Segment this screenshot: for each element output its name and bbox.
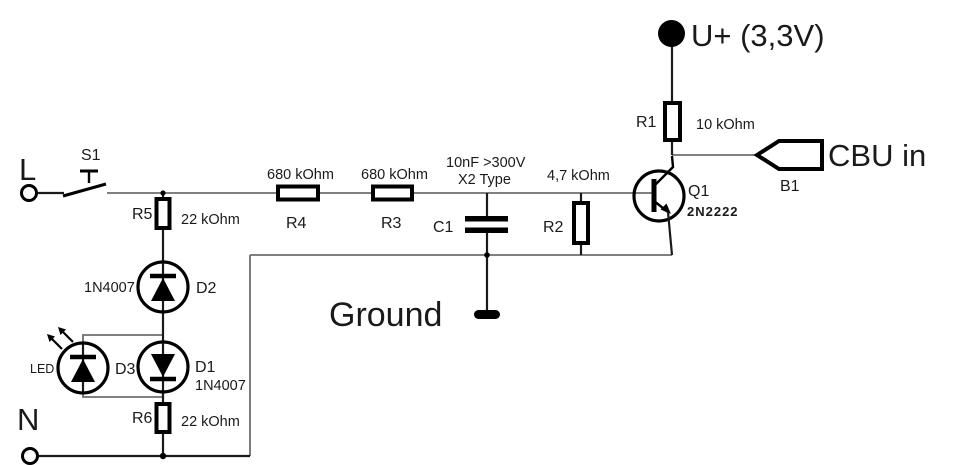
diode-d1-ref: D1 bbox=[195, 359, 216, 376]
junction-dot bbox=[484, 252, 490, 258]
live-terminal-label: L bbox=[19, 152, 36, 187]
junction-dot bbox=[160, 190, 166, 196]
led-emission-arrowhead-2 bbox=[58, 327, 66, 335]
resistor-r4-value: 680 kOhm bbox=[267, 167, 334, 183]
supply-terminal-dot bbox=[658, 20, 685, 47]
neutral-terminal-label: N bbox=[17, 402, 39, 437]
resistor-r2-body bbox=[572, 201, 590, 245]
resistor-r5-value: 22 kOhm bbox=[181, 212, 240, 228]
resistor-r3-ref: R3 bbox=[381, 215, 402, 232]
wire-emitter-down bbox=[666, 211, 674, 256]
wire-parallel-bottom bbox=[82, 392, 163, 398]
led-d3-circle bbox=[56, 341, 110, 395]
resistor-r2-value: 4,7 kOhm bbox=[547, 168, 610, 184]
ground-label: Ground bbox=[329, 296, 442, 334]
live-terminal-circle bbox=[20, 184, 38, 202]
resistor-r3-body bbox=[371, 184, 414, 202]
diode-d2-arrow bbox=[151, 278, 175, 301]
diode-d2-ref: D2 bbox=[196, 280, 217, 297]
diode-d2-circle bbox=[136, 260, 190, 314]
capacitor-c1-type: X2 Type bbox=[458, 172, 511, 188]
resistor-r1-body bbox=[663, 101, 682, 142]
resistor-r6-ref: R6 bbox=[132, 410, 153, 427]
switch-blade bbox=[62, 182, 107, 198]
resistor-r5-body bbox=[154, 197, 172, 230]
capacitor-c1-value: 10nF >300V bbox=[446, 155, 526, 171]
wire-parallel-top bbox=[82, 334, 163, 344]
transistor-emitter-arrowhead bbox=[660, 203, 671, 214]
transistor-collector bbox=[653, 155, 675, 187]
capacitor-plate-bottom bbox=[465, 227, 508, 233]
resistor-r1-value: 10 kOhm bbox=[696, 117, 755, 133]
led-d3-part: LED bbox=[30, 362, 54, 376]
resistor-r4-body bbox=[276, 184, 320, 202]
diode-d1-arrow bbox=[151, 354, 175, 377]
junction-dot bbox=[159, 452, 167, 460]
neutral-terminal-circle bbox=[21, 447, 39, 465]
ground-symbol bbox=[474, 310, 500, 319]
capacitor-plate-top bbox=[465, 216, 508, 222]
connector-b1-shape bbox=[753, 139, 824, 171]
cbu-in-label: CBU in bbox=[828, 138, 926, 173]
resistor-r2-ref: R2 bbox=[543, 219, 564, 236]
transistor-q1-ref: Q1 bbox=[688, 183, 709, 200]
led-d3-ref: D3 bbox=[115, 361, 136, 378]
resistor-r5-ref: R5 bbox=[132, 206, 153, 223]
resistor-r3-value: 680 kOhm bbox=[361, 167, 428, 183]
connector-b1-ref: B1 bbox=[780, 178, 800, 195]
diode-d1-circle bbox=[136, 340, 190, 394]
diode-d1-part: 1N4007 bbox=[195, 378, 246, 394]
switch-s1-ref: S1 bbox=[81, 147, 101, 164]
supply-label: U+ (3,3V) bbox=[691, 18, 825, 53]
transistor-q1-circle bbox=[632, 169, 686, 223]
capacitor-c1-ref: C1 bbox=[433, 219, 454, 236]
led-emission-arrowhead-1 bbox=[47, 334, 55, 342]
transistor-q1-part: 2N2222 bbox=[687, 204, 739, 219]
resistor-r4-ref: R4 bbox=[286, 215, 307, 232]
resistor-r6-value: 22 kOhm bbox=[181, 414, 240, 430]
resistor-r6-body bbox=[154, 402, 172, 434]
led-d3-arrow bbox=[71, 359, 95, 382]
diode-d2-part: 1N4007 bbox=[84, 280, 135, 296]
resistor-r1-ref: R1 bbox=[636, 114, 657, 131]
